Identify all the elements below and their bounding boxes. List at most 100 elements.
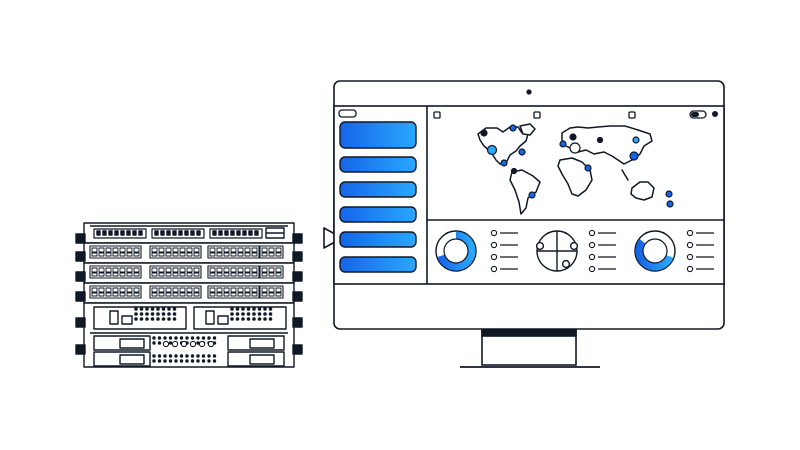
port-block bbox=[89, 245, 142, 259]
vent-slot bbox=[166, 230, 171, 236]
sidebar-button-4[interactable] bbox=[339, 206, 417, 223]
ethernet-port-icon bbox=[151, 267, 158, 273]
ethernet-port-icon bbox=[133, 267, 140, 273]
ethernet-port-icon bbox=[216, 252, 223, 257]
vent-dot bbox=[263, 312, 267, 316]
ethernet-port-icon bbox=[261, 267, 268, 273]
vent-dot bbox=[263, 317, 267, 321]
ethernet-port-icon bbox=[179, 267, 186, 273]
rack-unit-1 bbox=[75, 222, 303, 244]
map-marker-icon[interactable] bbox=[666, 200, 674, 208]
map-marker-icon[interactable] bbox=[518, 148, 526, 156]
port-block bbox=[149, 285, 202, 299]
ethernet-port-icon bbox=[186, 287, 193, 293]
map-marker-icon[interactable] bbox=[629, 151, 639, 161]
menu-pill-icon[interactable] bbox=[338, 109, 357, 118]
sidebar-button-2[interactable] bbox=[339, 156, 417, 173]
donut-chart-widget bbox=[435, 230, 477, 272]
vent-dot bbox=[201, 336, 206, 340]
vent-dot bbox=[246, 307, 251, 311]
vent-dot bbox=[174, 336, 178, 340]
vent-dot bbox=[139, 312, 144, 316]
map-marker-icon[interactable] bbox=[528, 191, 536, 199]
ethernet-port-icon bbox=[91, 247, 98, 253]
vent-dot bbox=[157, 359, 162, 363]
vent-dot bbox=[263, 307, 267, 311]
sidebar-button-1[interactable] bbox=[339, 121, 417, 149]
vent-dot bbox=[134, 312, 138, 316]
vent-dot bbox=[207, 336, 211, 340]
status-dot-icon bbox=[712, 111, 718, 117]
ethernet-port-icon bbox=[275, 267, 282, 273]
vent-slot bbox=[190, 230, 195, 236]
gauge-outline bbox=[634, 230, 676, 272]
ethernet-port-icon bbox=[105, 287, 112, 293]
map-marker-icon[interactable] bbox=[500, 159, 508, 167]
vent-grille bbox=[93, 228, 147, 239]
ethernet-port-icon bbox=[268, 252, 275, 257]
map-marker-icon[interactable] bbox=[632, 136, 640, 144]
ethernet-port-icon bbox=[126, 272, 133, 277]
ethernet-port-icon bbox=[133, 247, 140, 253]
map-marker-icon[interactable] bbox=[665, 190, 673, 198]
ethernet-port-icon bbox=[165, 287, 172, 293]
ethernet-port-icon bbox=[105, 272, 112, 277]
vent-dot bbox=[172, 307, 177, 311]
ethernet-port-icon bbox=[268, 267, 275, 273]
vent-dot bbox=[246, 317, 251, 321]
sidebar-button-6[interactable] bbox=[339, 256, 417, 273]
status-led-icon bbox=[162, 340, 170, 348]
ethernet-port-icon bbox=[230, 287, 237, 293]
map-marker-icon[interactable] bbox=[510, 167, 518, 175]
vent-dot bbox=[168, 336, 173, 340]
vent-dot bbox=[157, 336, 162, 340]
ethernet-port-icon bbox=[165, 247, 172, 253]
vent-slot bbox=[120, 230, 125, 236]
vent-slot bbox=[172, 230, 177, 236]
vent-dot bbox=[152, 336, 156, 340]
port-block bbox=[149, 265, 202, 279]
port-block bbox=[149, 245, 202, 259]
vent-dot bbox=[212, 336, 217, 340]
ethernet-port-icon bbox=[268, 272, 275, 277]
legend-bullet-icon bbox=[588, 241, 596, 249]
map-marker-icon[interactable] bbox=[559, 140, 567, 148]
vent-dot bbox=[241, 317, 245, 321]
map-marker-icon[interactable] bbox=[569, 133, 577, 141]
map-marker-icon[interactable] bbox=[596, 136, 604, 144]
map-marker-icon[interactable] bbox=[480, 129, 488, 137]
ethernet-port-icon bbox=[275, 287, 282, 293]
ethernet-port-icon bbox=[237, 292, 244, 297]
ethernet-port-icon bbox=[193, 287, 200, 293]
vent-dot bbox=[235, 312, 240, 316]
map-marker-icon[interactable] bbox=[584, 164, 592, 172]
ethernet-port-icon bbox=[98, 247, 105, 253]
port-block bbox=[207, 265, 260, 279]
southeast-asia-shape bbox=[621, 169, 629, 181]
ethernet-port-icon bbox=[244, 267, 251, 273]
sidebar-button-5[interactable] bbox=[339, 231, 417, 248]
window-square-icon bbox=[533, 111, 541, 119]
ethernet-port-icon bbox=[172, 287, 179, 293]
legend-bullet-icon bbox=[588, 253, 596, 261]
sidebar-button-3[interactable] bbox=[339, 181, 417, 198]
ethernet-port-icon bbox=[209, 272, 216, 277]
rack-chassis bbox=[75, 302, 303, 368]
map-marker-icon[interactable] bbox=[509, 124, 517, 132]
ethernet-port-icon bbox=[179, 292, 186, 297]
ethernet-port-icon bbox=[172, 292, 179, 297]
ethernet-port-icon bbox=[251, 292, 258, 297]
ethernet-port-icon bbox=[119, 272, 126, 277]
ethernet-port-icon bbox=[230, 247, 237, 253]
status-led-icon bbox=[180, 340, 188, 348]
ethernet-port-icon bbox=[112, 252, 119, 257]
screen-top-bar bbox=[338, 109, 718, 119]
ethernet-port-icon bbox=[165, 292, 172, 297]
map-marker-icon[interactable] bbox=[569, 142, 581, 154]
ethernet-port-icon bbox=[193, 247, 200, 253]
ethernet-port-icon bbox=[251, 267, 258, 273]
ethernet-port-icon bbox=[186, 267, 193, 273]
map-marker-icon[interactable] bbox=[486, 144, 498, 156]
ethernet-port-icon bbox=[244, 272, 251, 277]
ethernet-port-icon bbox=[251, 247, 258, 253]
